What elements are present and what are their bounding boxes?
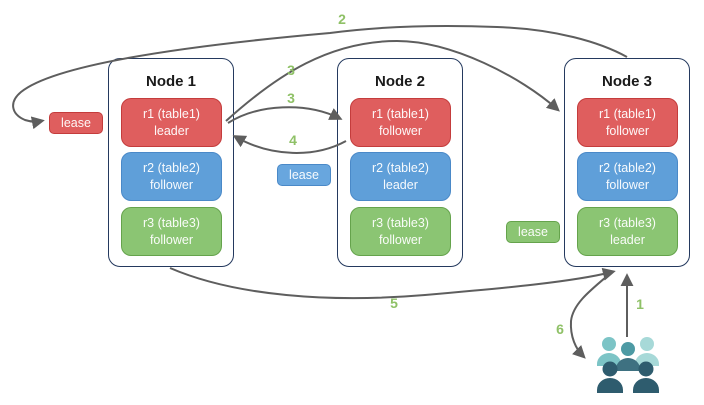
user-back-right (635, 337, 659, 366)
node2-replica-r3: r3 (table3) follower (350, 207, 451, 256)
user-front-right (633, 361, 659, 393)
arrow-3-node1-to-node3 (225, 39, 560, 122)
node3-replica-r1: r1 (table1) follower (577, 98, 678, 147)
node3-replica-r3: r3 (table3) leader (577, 207, 678, 256)
node-1-box: Node 1 r1 (table1) leader r2 (table2) fo… (108, 58, 234, 267)
replica-role: leader (610, 232, 645, 247)
user-back-left (597, 337, 621, 366)
arrow-label-3-lower: 3 (287, 90, 295, 106)
node-2-box: Node 2 r1 (table1) follower r2 (table2) … (337, 58, 463, 267)
arrow-label-1: 1 (636, 296, 644, 312)
node1-replica-r1: r1 (table1) leader (121, 98, 222, 147)
replica-name: r2 (table2) (372, 161, 429, 176)
replica-name: r3 (table3) (599, 216, 656, 231)
users-group-icon (597, 337, 659, 393)
lease-badge-r1: lease (49, 112, 103, 134)
replica-name: r1 (table1) (599, 107, 656, 122)
node1-replica-r3: r3 (table3) follower (121, 207, 222, 256)
user-front-left (597, 361, 623, 393)
replica-role: follower (149, 177, 194, 192)
replica-role: leader (383, 177, 418, 192)
node-1-title: Node 1 (145, 73, 196, 90)
arrow-label-6: 6 (556, 321, 564, 337)
arrow-3-node1-to-node2 (227, 106, 343, 124)
replica-role: follower (605, 123, 650, 138)
arrow-4-node2-to-node1 (232, 135, 347, 154)
arrow-label-3-upper: 3 (287, 62, 295, 78)
replica-name: r1 (table1) (372, 107, 429, 122)
arrow-6-node3-to-users (569, 271, 613, 359)
node3-replica-r2: r2 (table2) follower (577, 152, 678, 201)
replica-role: follower (605, 177, 650, 192)
replica-name: r2 (table2) (143, 161, 200, 176)
replica-role: follower (378, 232, 423, 247)
lease-badge-r3: lease (506, 221, 560, 243)
replica-role: follower (378, 123, 423, 138)
arrow-label-2: 2 (338, 11, 346, 27)
replica-name: r2 (table2) (599, 161, 656, 176)
arrow-label-5: 5 (390, 295, 398, 311)
replica-role: follower (149, 232, 194, 247)
arrow-label-4: 4 (289, 132, 297, 148)
replica-name: r3 (table3) (372, 216, 429, 231)
node-2-title: Node 2 (374, 73, 425, 90)
replica-name: r1 (table1) (143, 107, 200, 122)
replica-name: r3 (table3) (143, 216, 200, 231)
node-3-box: Node 3 r1 (table1) follower r2 (table2) … (564, 58, 690, 267)
arrow-2-node3-to-lease (12, 24, 628, 130)
user-middle (616, 342, 640, 371)
node2-replica-r1: r1 (table1) follower (350, 98, 451, 147)
node2-replica-r2: r2 (table2) leader (350, 152, 451, 201)
node-3-title: Node 3 (601, 73, 652, 90)
replica-role: leader (154, 123, 189, 138)
arrow-5-node1-to-node3 (169, 267, 616, 300)
lease-badge-r2: lease (277, 164, 331, 186)
node1-replica-r2: r2 (table2) follower (121, 152, 222, 201)
